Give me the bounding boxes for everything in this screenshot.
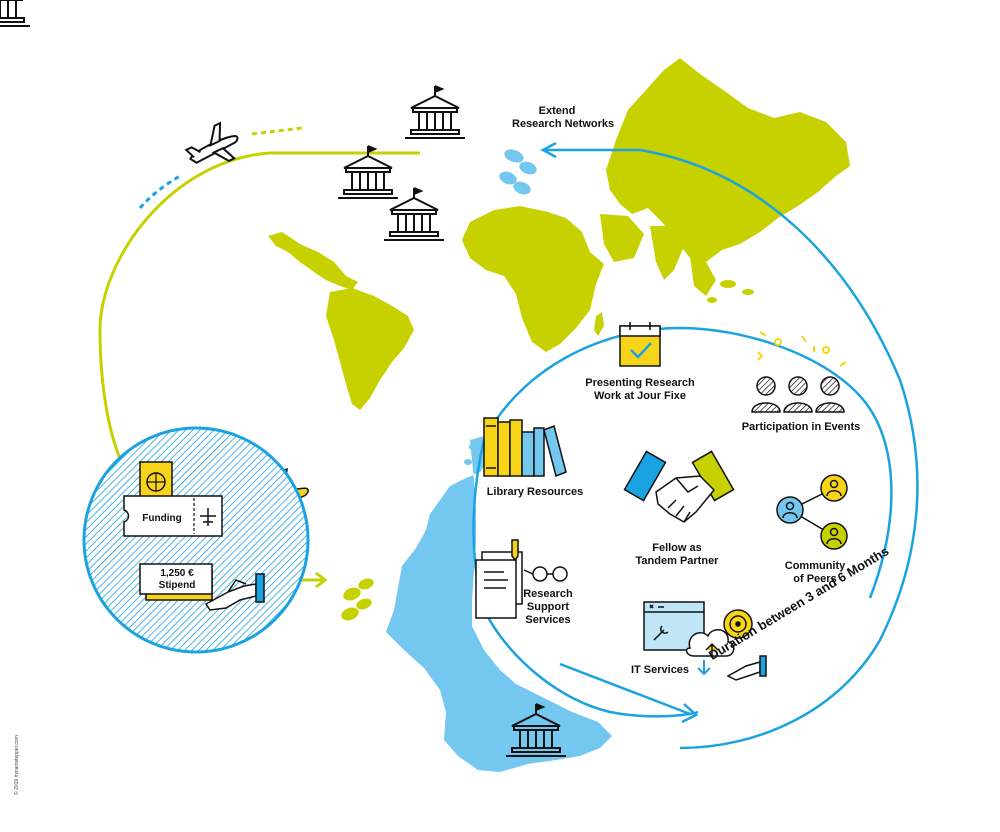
it-services-label: IT Services	[630, 664, 690, 676]
blue-loop-path	[472, 141, 919, 750]
confetti-icon	[757, 331, 847, 367]
madagascar-shape	[594, 312, 604, 336]
world-map	[268, 58, 850, 410]
airplane-outline-icon	[184, 121, 239, 164]
lime-journey-path	[98, 126, 420, 589]
community-peers-label: Community of Peers	[770, 560, 860, 586]
india-shape	[650, 226, 684, 280]
it-services-icon	[643, 601, 767, 681]
central-america-shape	[268, 232, 358, 290]
participation-label: Participation in Events	[741, 421, 861, 433]
research-support-label: Research Support Services	[518, 588, 578, 627]
stipend-card-icon	[139, 563, 213, 601]
funding-label: Funding	[142, 513, 182, 524]
library-resources-label: Library Resources	[486, 486, 584, 498]
university-building-icon-1	[404, 85, 466, 139]
japan-shape	[758, 168, 780, 206]
se-asia-shape	[690, 256, 716, 296]
presenting-line-2: Work at Jour Fixe	[593, 390, 687, 402]
university-building-icon-3	[383, 187, 445, 241]
fellow-line-2: Tandem Partner	[635, 555, 719, 567]
arabia-shape	[600, 214, 644, 262]
fellow-line-1: Fellow as	[652, 542, 702, 554]
presenting-line-1: Presenting Research	[585, 377, 695, 389]
ticket-icon	[123, 495, 223, 537]
presenting-research-label: Presenting Research Work at Jour Fixe	[580, 377, 700, 403]
community-line-1: Community	[784, 560, 846, 572]
blue-dashed-trail	[138, 174, 181, 209]
extend-networks-line-1: Extend	[538, 105, 576, 117]
germany-shape	[386, 436, 612, 772]
books-icon	[483, 417, 567, 478]
university-building-icon	[0, 0, 30, 27]
footprints-bottom-icon	[341, 578, 374, 621]
peer-network-icon	[776, 474, 848, 550]
south-america-shape	[326, 288, 414, 410]
funding-circle	[82, 426, 310, 654]
extend-networks-label: Extend Research Networks	[512, 105, 615, 131]
giving-hand-icon	[204, 573, 265, 611]
research-line-3: Services	[525, 614, 571, 626]
africa-shape	[462, 206, 604, 352]
document-glasses-icon	[475, 539, 568, 619]
germany-map	[386, 436, 612, 772]
stipend-amount: 1,250 €	[160, 568, 194, 579]
footprints-top-icon	[499, 149, 537, 195]
handshake-icon	[623, 450, 735, 523]
people-group-icon	[751, 376, 845, 413]
extend-networks-line-2: Research Networks	[512, 118, 615, 130]
calendar-check-icon	[619, 322, 661, 367]
research-line-2: Support	[526, 601, 570, 613]
research-line-1: Research	[523, 588, 573, 600]
copyright-credit: © 2019 miriamstepper.com	[14, 735, 20, 795]
fellow-tandem-label: Fellow as Tandem Partner	[622, 542, 732, 568]
stipend-label: 1,250 € Stipend	[142, 568, 212, 592]
stipend-text: Stipend	[158, 580, 196, 591]
community-line-2: of Peers	[793, 573, 837, 585]
eurasia-shape	[606, 58, 850, 262]
